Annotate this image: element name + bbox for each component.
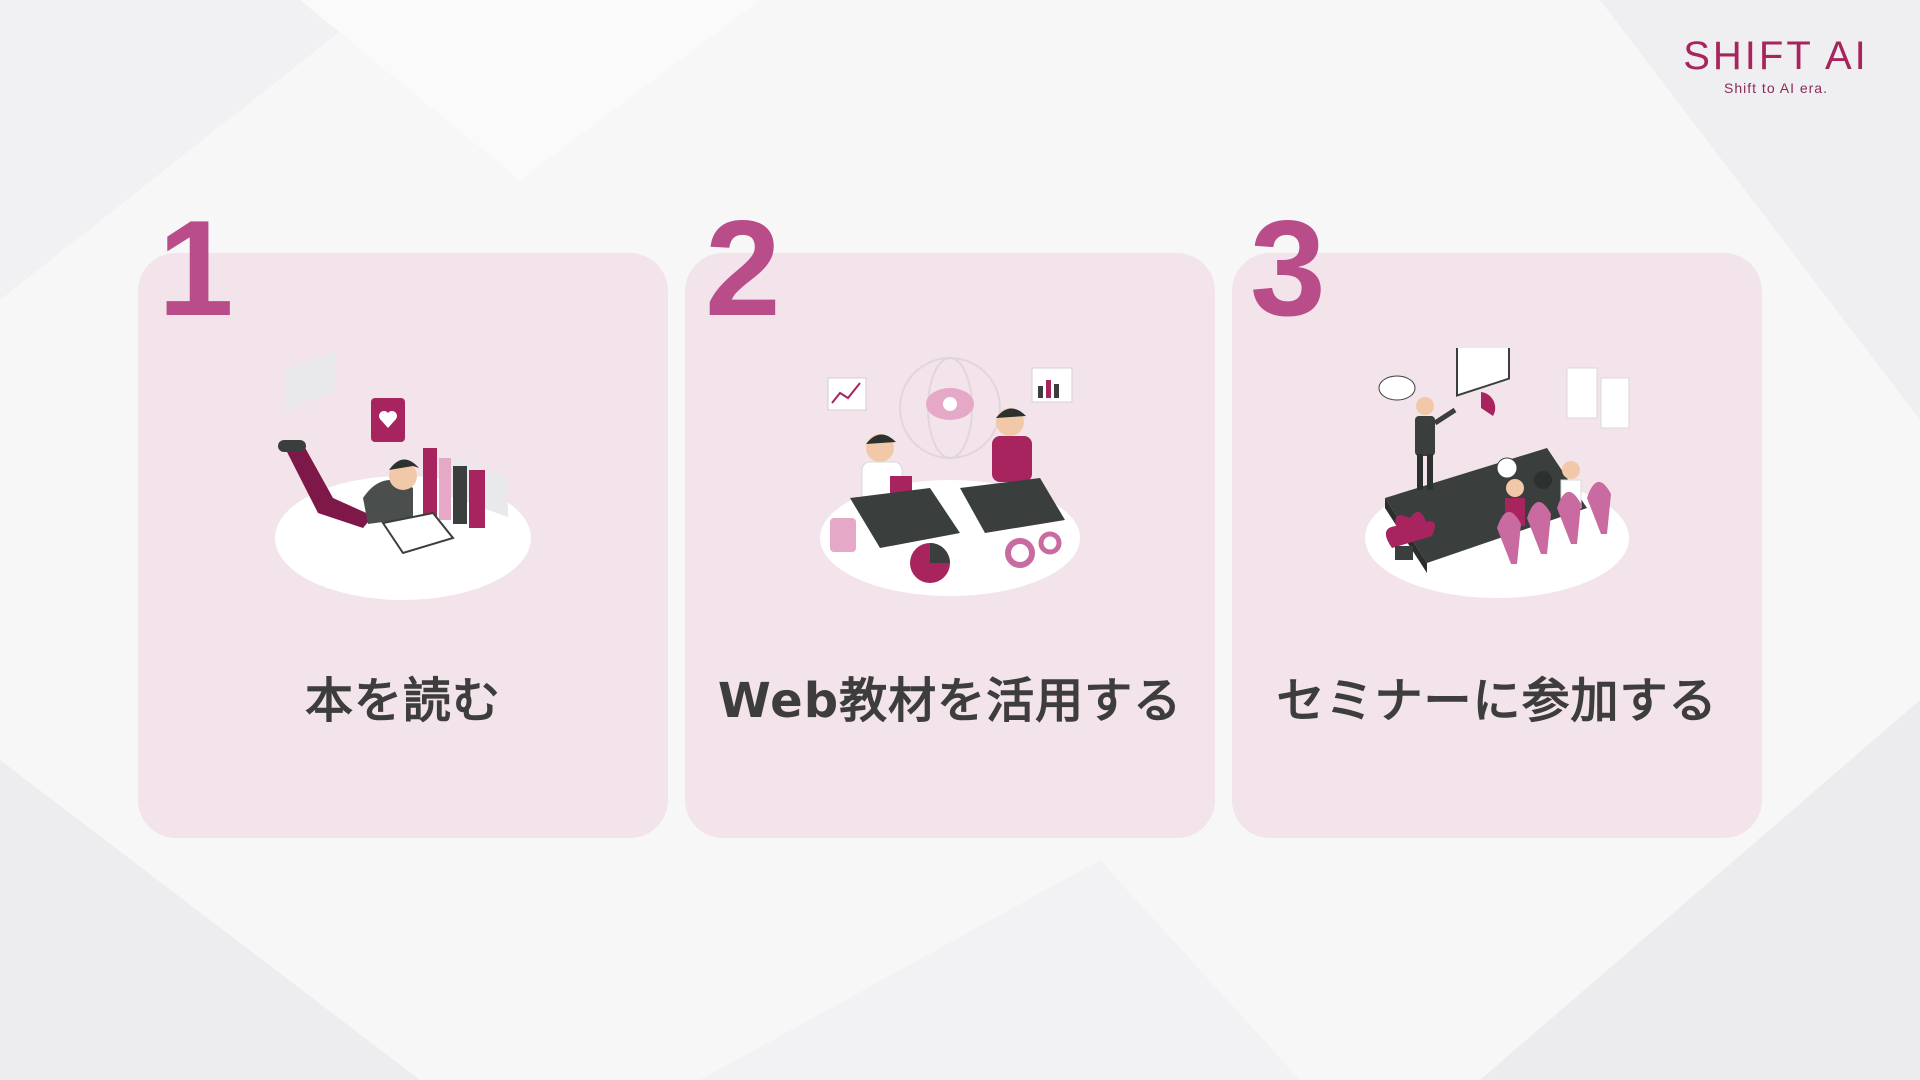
logo-main-text: SHIFT AI	[1683, 34, 1869, 78]
shift-ai-logo: SHIFT AI Shift to AI era.	[1676, 36, 1876, 96]
card-number: 2	[705, 192, 781, 344]
card-web-materials: Web教材を活用する	[685, 253, 1215, 838]
card-number: 3	[1250, 192, 1326, 344]
card-read-books: 本を読む	[138, 253, 668, 838]
card-title: Web教材を活用する	[717, 673, 1183, 729]
card-title: セミナーに参加する	[1276, 673, 1718, 729]
reading-book-illustration	[263, 348, 543, 608]
seminar-illustration	[1357, 325, 1637, 608]
logo-tagline: Shift to AI era.	[1724, 80, 1828, 96]
card-attend-seminar: セミナーに参加する	[1232, 253, 1762, 838]
card-number: 1	[158, 192, 234, 344]
online-learning-illustration	[810, 348, 1090, 608]
card-title: 本を読む	[304, 673, 501, 729]
